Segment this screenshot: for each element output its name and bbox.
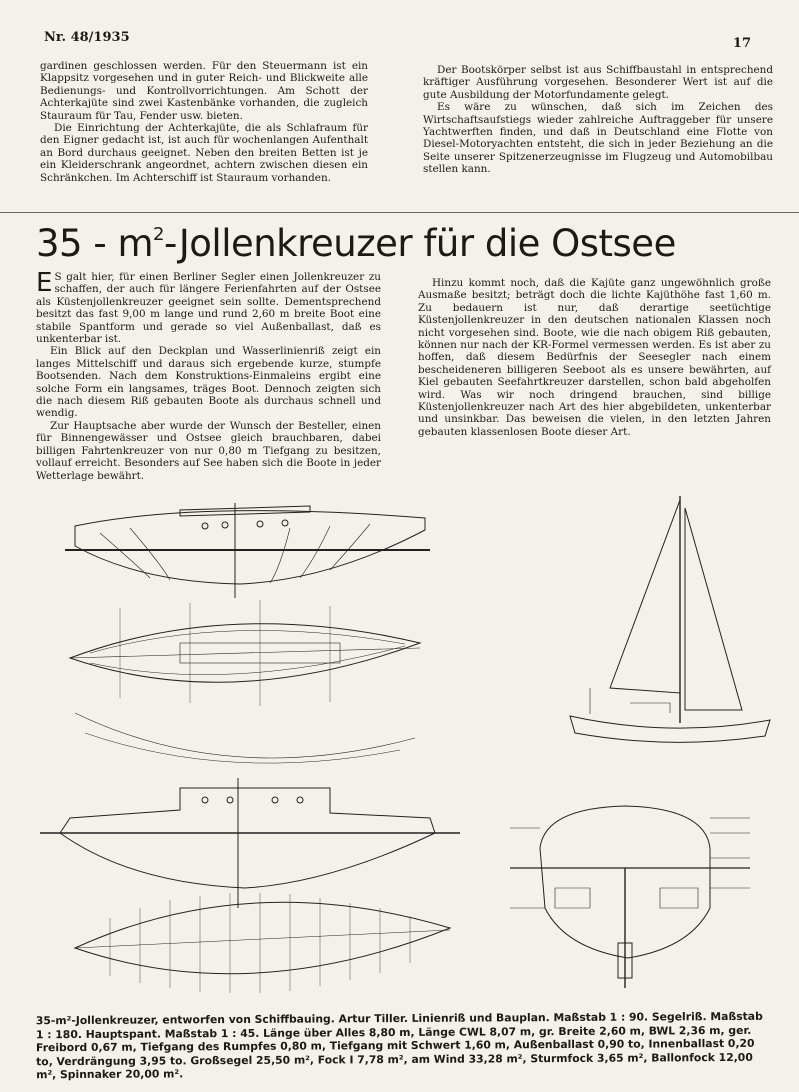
paragraph: gardinen geschlossen werden. Für den Ste… (40, 60, 368, 122)
sail-plan-drawing (569, 496, 771, 743)
construction-plan-drawing (40, 778, 460, 993)
section-divider (0, 212, 799, 213)
paragraph: Der Bootskörper selbst ist aus Schiffbau… (423, 64, 773, 101)
article-right-column: Hinzu kommt noch, daß die Kajüte ganz un… (418, 277, 771, 438)
figure-caption: 35-m²-Jollenkreuzer, entworfen von Schif… (35, 1009, 763, 1082)
page-number: 17 (732, 36, 751, 51)
drop-cap: E (36, 268, 53, 298)
technical-drawings (40, 496, 771, 993)
midship-section-drawing (510, 805, 750, 988)
article-headline: 35 - m2-Jollenkreuzer für die Ostsee (36, 222, 676, 265)
paragraph: Ein Blick auf den Deckplan und Wasserlin… (36, 345, 381, 420)
paragraph: Hinzu kommt noch, daß die Kajüte ganz un… (418, 277, 771, 438)
previous-article-left-column: gardinen geschlossen werden. Für den Ste… (40, 60, 368, 184)
hull-profile-drawing (65, 503, 430, 598)
paragraph: Es wäre zu wünschen, daß sich im Zeichen… (423, 101, 773, 176)
waterline-plan-drawing (68, 600, 422, 764)
previous-article-right-column: Der Bootskörper selbst ist aus Schiffbau… (423, 64, 773, 176)
issue-number: Nr. 48/1935 (44, 30, 130, 45)
paragraph: Die Einrichtung der Achterkajüte, die al… (40, 122, 368, 184)
paragraph: Zur Hauptsache aber wurde der Wunsch der… (36, 419, 381, 482)
